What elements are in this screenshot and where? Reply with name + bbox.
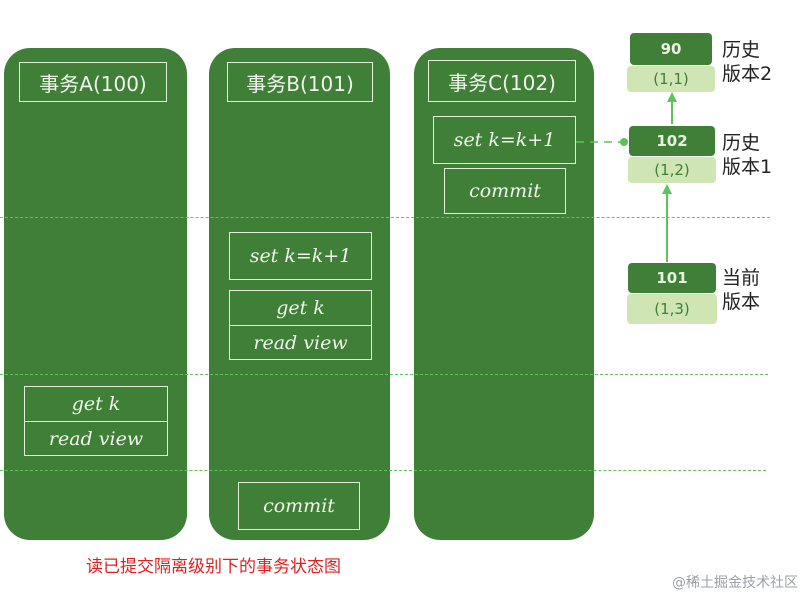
read-view-label: read view <box>25 421 167 455</box>
version-101-tuple: (1,3) <box>627 294 717 324</box>
transaction-b-title: 事务B(101) <box>227 62 373 102</box>
watermark: @稀土掘金技术社区 <box>672 575 798 591</box>
version-101-label-line2: 版本 <box>722 291 761 313</box>
timeline-divider-1 <box>0 217 770 218</box>
transaction-a-get-readview: get k read view <box>24 386 168 456</box>
timeline-divider-2 <box>0 374 768 375</box>
version-102-label: 历史 版本1 <box>722 131 772 179</box>
version-102-value: 102 <box>629 126 715 156</box>
version-90-label-line1: 历史 <box>722 39 761 61</box>
get-k-label: get k <box>276 297 325 319</box>
transaction-c-commit: commit <box>444 168 566 214</box>
version-90-label-line2: 版本2 <box>722 63 773 85</box>
transaction-b-column: 事务B(101) set k=k+1 get k read view commi… <box>209 48 390 540</box>
transaction-b-get-readview: get k read view <box>229 290 372 360</box>
timeline-divider-3 <box>0 470 766 471</box>
version-101-value: 101 <box>628 263 716 293</box>
transaction-b-set: set k=k+1 <box>229 232 372 280</box>
version-90-label: 历史 版本2 <box>722 38 772 86</box>
read-view-label: read view <box>230 325 371 359</box>
version-102-label-line1: 历史 <box>722 132 761 154</box>
transaction-c-set: set k=k+1 <box>433 116 576 164</box>
transaction-a-column: 事务A(100) get k read view <box>4 48 187 540</box>
version-102-tuple: (1,2) <box>628 157 716 183</box>
version-90-value: 90 <box>630 33 712 65</box>
get-k-label: get k <box>71 393 121 415</box>
version-90-tuple: (1,1) <box>627 66 715 92</box>
version-102-label-line2: 版本1 <box>722 156 773 178</box>
diagram-caption: 读已提交隔离级别下的事务状态图 <box>86 557 341 577</box>
version-101-label-line1: 当前 <box>722 267 761 289</box>
transaction-c-title: 事务C(102) <box>428 60 576 102</box>
transaction-b-commit: commit <box>238 482 360 530</box>
version-101-label: 当前 版本 <box>722 266 760 314</box>
transaction-c-column: 事务C(102) set k=k+1 commit <box>414 48 594 540</box>
transaction-a-title: 事务A(100) <box>19 62 167 102</box>
